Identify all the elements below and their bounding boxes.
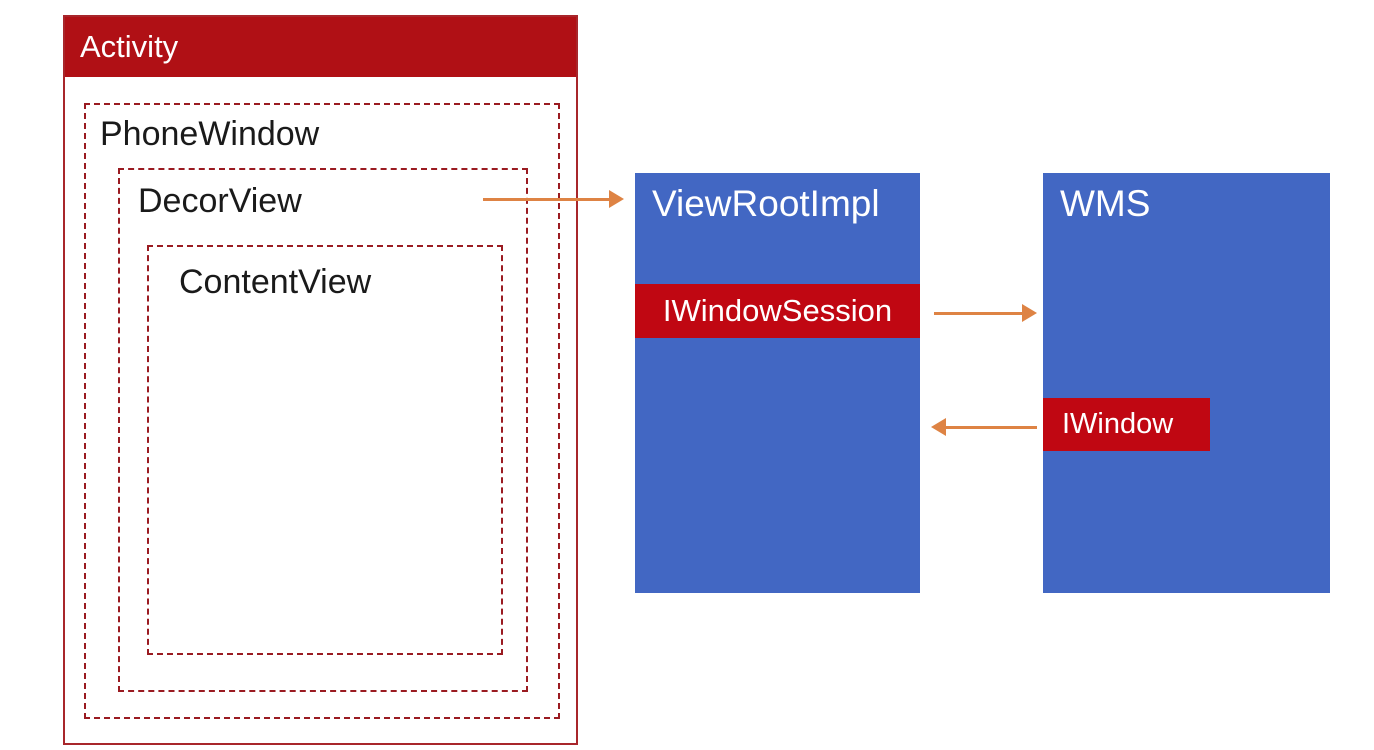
arrow-shaft [934, 312, 1025, 315]
activity-box: Activity PhoneWindow DecorView ContentVi… [63, 15, 578, 745]
viewrootimpl-label: ViewRootImpl [652, 183, 880, 224]
phone-window-box: PhoneWindow [84, 103, 560, 719]
iwindowsession-to-wms-arrow [934, 304, 1037, 322]
arrowhead-right-icon [609, 190, 624, 208]
activity-header: Activity [65, 17, 576, 77]
content-view-label: ContentView [179, 263, 372, 301]
iwindow-badge: IWindow [1043, 398, 1210, 451]
wms-label: WMS [1060, 183, 1151, 224]
iwindowsession-label: IWindowSession [662, 293, 893, 328]
decorview-to-viewrootimpl-arrow [483, 190, 624, 208]
iwindow-to-viewrootimpl-arrow [931, 418, 1037, 436]
arrowhead-right-icon [1022, 304, 1037, 322]
arrow-shaft [483, 198, 612, 201]
decor-view-box: DecorView [118, 168, 528, 692]
content-view-box: ContentView [147, 245, 503, 655]
decor-view-label: DecorView [138, 182, 302, 220]
iwindowsession-badge: IWindowSession [635, 284, 920, 338]
phone-window-label: PhoneWindow [100, 115, 320, 153]
viewrootimpl-box: ViewRootImpl IWindowSession [635, 173, 920, 593]
arrowhead-left-icon [931, 418, 946, 436]
activity-label: Activity [80, 29, 179, 64]
iwindow-label: IWindow [1062, 408, 1174, 440]
arrow-shaft [944, 426, 1037, 429]
wms-box: WMS IWindow [1043, 173, 1330, 593]
